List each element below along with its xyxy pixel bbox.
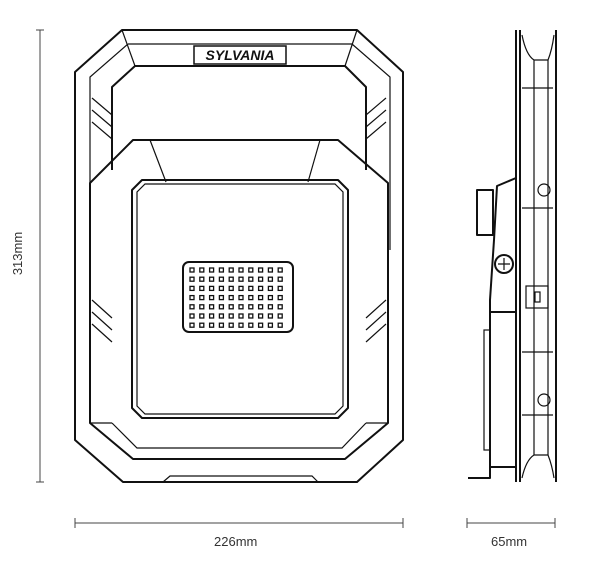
- bracket: [468, 177, 517, 479]
- led-chip: [248, 322, 254, 328]
- led-chip: [238, 276, 244, 282]
- led-chip: [238, 267, 244, 273]
- led-chip: [199, 267, 205, 273]
- led-chip: [208, 285, 215, 292]
- led-chip: [257, 313, 264, 319]
- side-view: [468, 30, 557, 482]
- led-chip: [189, 304, 195, 310]
- led-chip: [257, 294, 264, 301]
- led-chip: [267, 267, 274, 273]
- led-chip: [248, 285, 254, 292]
- led-array: [182, 261, 294, 333]
- width-dimension-label: 226mm: [214, 534, 258, 549]
- led-chip: [277, 322, 283, 328]
- led-chip: [277, 304, 283, 310]
- led-chip: [218, 294, 225, 301]
- led-chip: [248, 304, 254, 310]
- led-chip: [267, 313, 274, 319]
- right-vents: [365, 97, 387, 343]
- led-chip: [189, 267, 195, 273]
- led-chip: [267, 294, 274, 301]
- dimension-lines: [36, 29, 556, 528]
- led-chip: [208, 294, 215, 301]
- screw-icon: [537, 393, 551, 407]
- bottom-foot: [162, 475, 319, 483]
- led-chip: [189, 313, 195, 319]
- led-chip: [267, 304, 274, 310]
- front-panel: [89, 139, 389, 460]
- led-chip: [218, 267, 225, 273]
- led-chip: [228, 285, 234, 292]
- led-chip: [199, 313, 205, 319]
- led-chip: [248, 267, 254, 273]
- led-chip: [218, 276, 225, 282]
- led-chip: [248, 276, 254, 282]
- led-chip: [228, 304, 234, 310]
- depth-dimension-label: 65mm: [491, 534, 528, 549]
- led-chip: [228, 313, 234, 319]
- led-chip: [257, 267, 264, 273]
- led-chip: [199, 285, 205, 292]
- led-chip: [277, 276, 283, 282]
- led-chip: [238, 304, 244, 310]
- knob: [476, 189, 494, 236]
- front-view: SYLVANIA: [74, 29, 404, 483]
- led-chip: [218, 313, 225, 319]
- height-dimension-label: 313mm: [10, 231, 26, 276]
- lens-outer: [131, 179, 349, 419]
- left-vents: [91, 97, 113, 343]
- led-chip: [228, 294, 234, 301]
- led-chip: [257, 322, 264, 328]
- led-chip: [257, 285, 264, 292]
- led-chip: [277, 285, 283, 292]
- led-grid: [189, 267, 283, 328]
- led-chip: [228, 276, 234, 282]
- logo-plate: [193, 45, 287, 65]
- led-chip: [257, 276, 264, 282]
- led-chip: [199, 294, 205, 301]
- pivot-screw-icon: [494, 254, 514, 274]
- outer-housing: [74, 29, 404, 483]
- lens-inner: [136, 183, 344, 415]
- led-chip: [277, 294, 283, 301]
- led-chip: [218, 304, 225, 310]
- led-chip: [199, 304, 205, 310]
- led-chip: [238, 322, 244, 328]
- led-chip: [199, 322, 205, 328]
- led-chip: [218, 322, 225, 328]
- led-chip: [248, 313, 254, 319]
- handle-inner: [111, 65, 367, 170]
- led-chip: [189, 294, 195, 301]
- screw-icon: [537, 183, 551, 197]
- led-chip: [267, 276, 274, 282]
- led-chip: [208, 267, 215, 273]
- led-chip: [189, 276, 195, 282]
- led-chip: [208, 304, 215, 310]
- led-chip: [189, 285, 195, 292]
- led-chip: [238, 313, 244, 319]
- led-chip: [267, 285, 274, 292]
- led-chip: [199, 276, 205, 282]
- led-chip: [218, 285, 225, 292]
- led-chip: [238, 294, 244, 301]
- led-chip: [228, 322, 234, 328]
- led-chip: [267, 322, 274, 328]
- led-chip: [277, 267, 283, 273]
- led-chip: [228, 267, 234, 273]
- led-chip: [277, 313, 283, 319]
- led-chip: [208, 313, 215, 319]
- led-chip: [257, 304, 264, 310]
- led-chip: [248, 294, 254, 301]
- led-chip: [208, 322, 215, 328]
- brand-logo: SYLVANIA: [206, 47, 275, 63]
- led-chip: [238, 285, 244, 292]
- led-chip: [208, 276, 215, 282]
- led-chip: [189, 322, 195, 328]
- switch: [525, 285, 549, 309]
